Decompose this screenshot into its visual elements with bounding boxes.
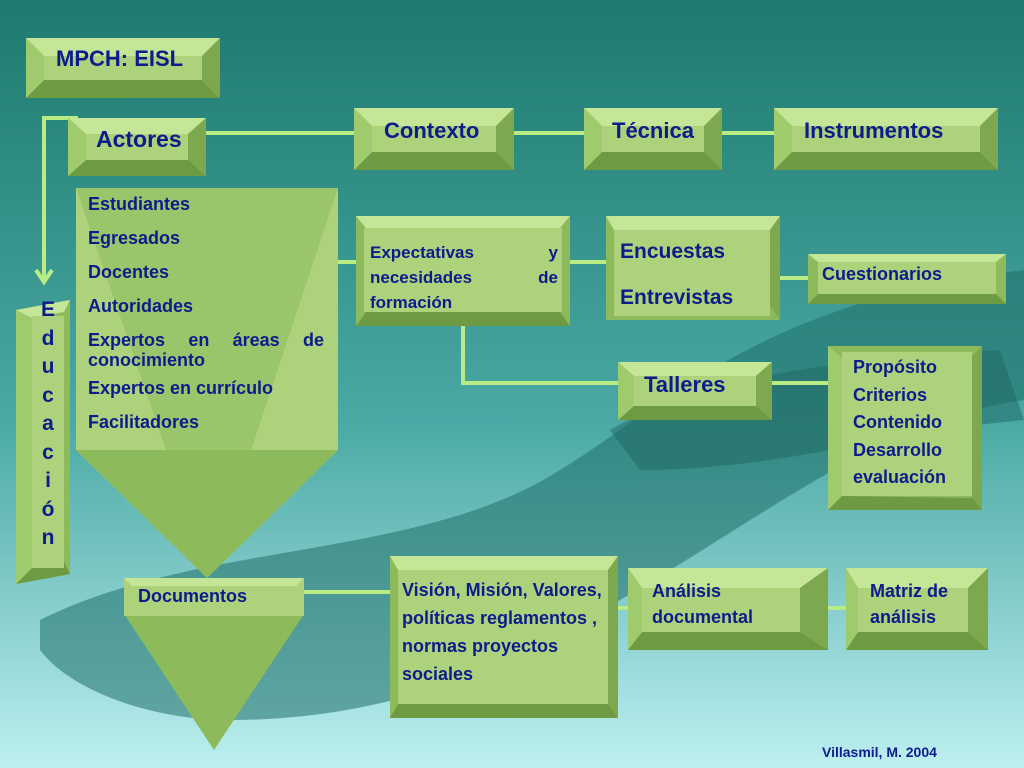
list-item: Autoridades bbox=[88, 296, 194, 316]
analisis-box: Análisis documental bbox=[628, 568, 828, 650]
tecnicas-box: Encuestas Entrevistas bbox=[606, 216, 780, 320]
list-item: Contenido bbox=[853, 412, 942, 432]
vision-box: Visión, Misión, Valores, políticas regla… bbox=[390, 556, 618, 718]
vision-text: Visión, Misión, Valores, políticas regla… bbox=[402, 580, 602, 684]
list-item: Docentes bbox=[88, 262, 170, 282]
tecnica-box: Técnica bbox=[584, 108, 722, 170]
instrumentos-box: Instrumentos bbox=[774, 108, 998, 170]
list-item: Egresados bbox=[88, 228, 181, 248]
title-label: MPCH: EISL bbox=[56, 46, 184, 71]
tecnica-label: Técnica bbox=[612, 118, 694, 143]
contexto-box: Contexto bbox=[354, 108, 514, 170]
actores-funnel bbox=[76, 188, 338, 578]
expectativas-text: Expectativas y necesidades de formación bbox=[370, 243, 558, 312]
list-item: evaluación bbox=[853, 467, 947, 487]
list-item: Estudiantes bbox=[88, 194, 191, 214]
list-item: Expertos en currículo bbox=[88, 378, 274, 398]
instrumentos-label: Instrumentos bbox=[804, 118, 944, 143]
encuestas-label: Encuestas bbox=[620, 240, 726, 263]
talleres-box: Talleres bbox=[618, 362, 772, 420]
list-item: Desarrollo bbox=[853, 439, 943, 460]
documentos-funnel bbox=[124, 578, 304, 750]
taller-items-box: Propósito Criterios Contenido Desarrollo… bbox=[828, 346, 982, 510]
cuestionarios-box: Cuestionarios bbox=[808, 254, 1006, 304]
title-box: MPCH: EISL bbox=[26, 38, 220, 98]
list-item: Facilitadores bbox=[88, 412, 200, 432]
actores-box: Actores bbox=[68, 118, 206, 176]
list-item: Expertos en áreas de conocimiento bbox=[88, 330, 324, 370]
talleres-label: Talleres bbox=[644, 372, 726, 397]
taller-items-list: Propósito Criterios Contenido Desarrollo… bbox=[853, 354, 946, 492]
cuestionarios-label: Cuestionarios bbox=[822, 264, 943, 284]
documentos-label: Documentos bbox=[138, 586, 248, 606]
matriz-box: Matriz de análisis bbox=[846, 568, 988, 650]
actores-label: Actores bbox=[96, 126, 182, 152]
list-item: Criterios bbox=[853, 384, 928, 405]
matriz-text: Matriz de análisis bbox=[870, 581, 949, 627]
expectativas-box: Expectativas y necesidades de formación bbox=[356, 216, 570, 326]
credit-text: Villasmil, M. 2004 bbox=[822, 744, 937, 760]
analisis-text: Análisis documental bbox=[652, 581, 754, 627]
contexto-label: Contexto bbox=[384, 118, 480, 143]
actores-list: Estudiantes Egresados Docentes Autoridad… bbox=[88, 194, 324, 446]
list-item: Propósito bbox=[853, 357, 937, 377]
entrevistas-label: Entrevistas bbox=[620, 286, 734, 309]
